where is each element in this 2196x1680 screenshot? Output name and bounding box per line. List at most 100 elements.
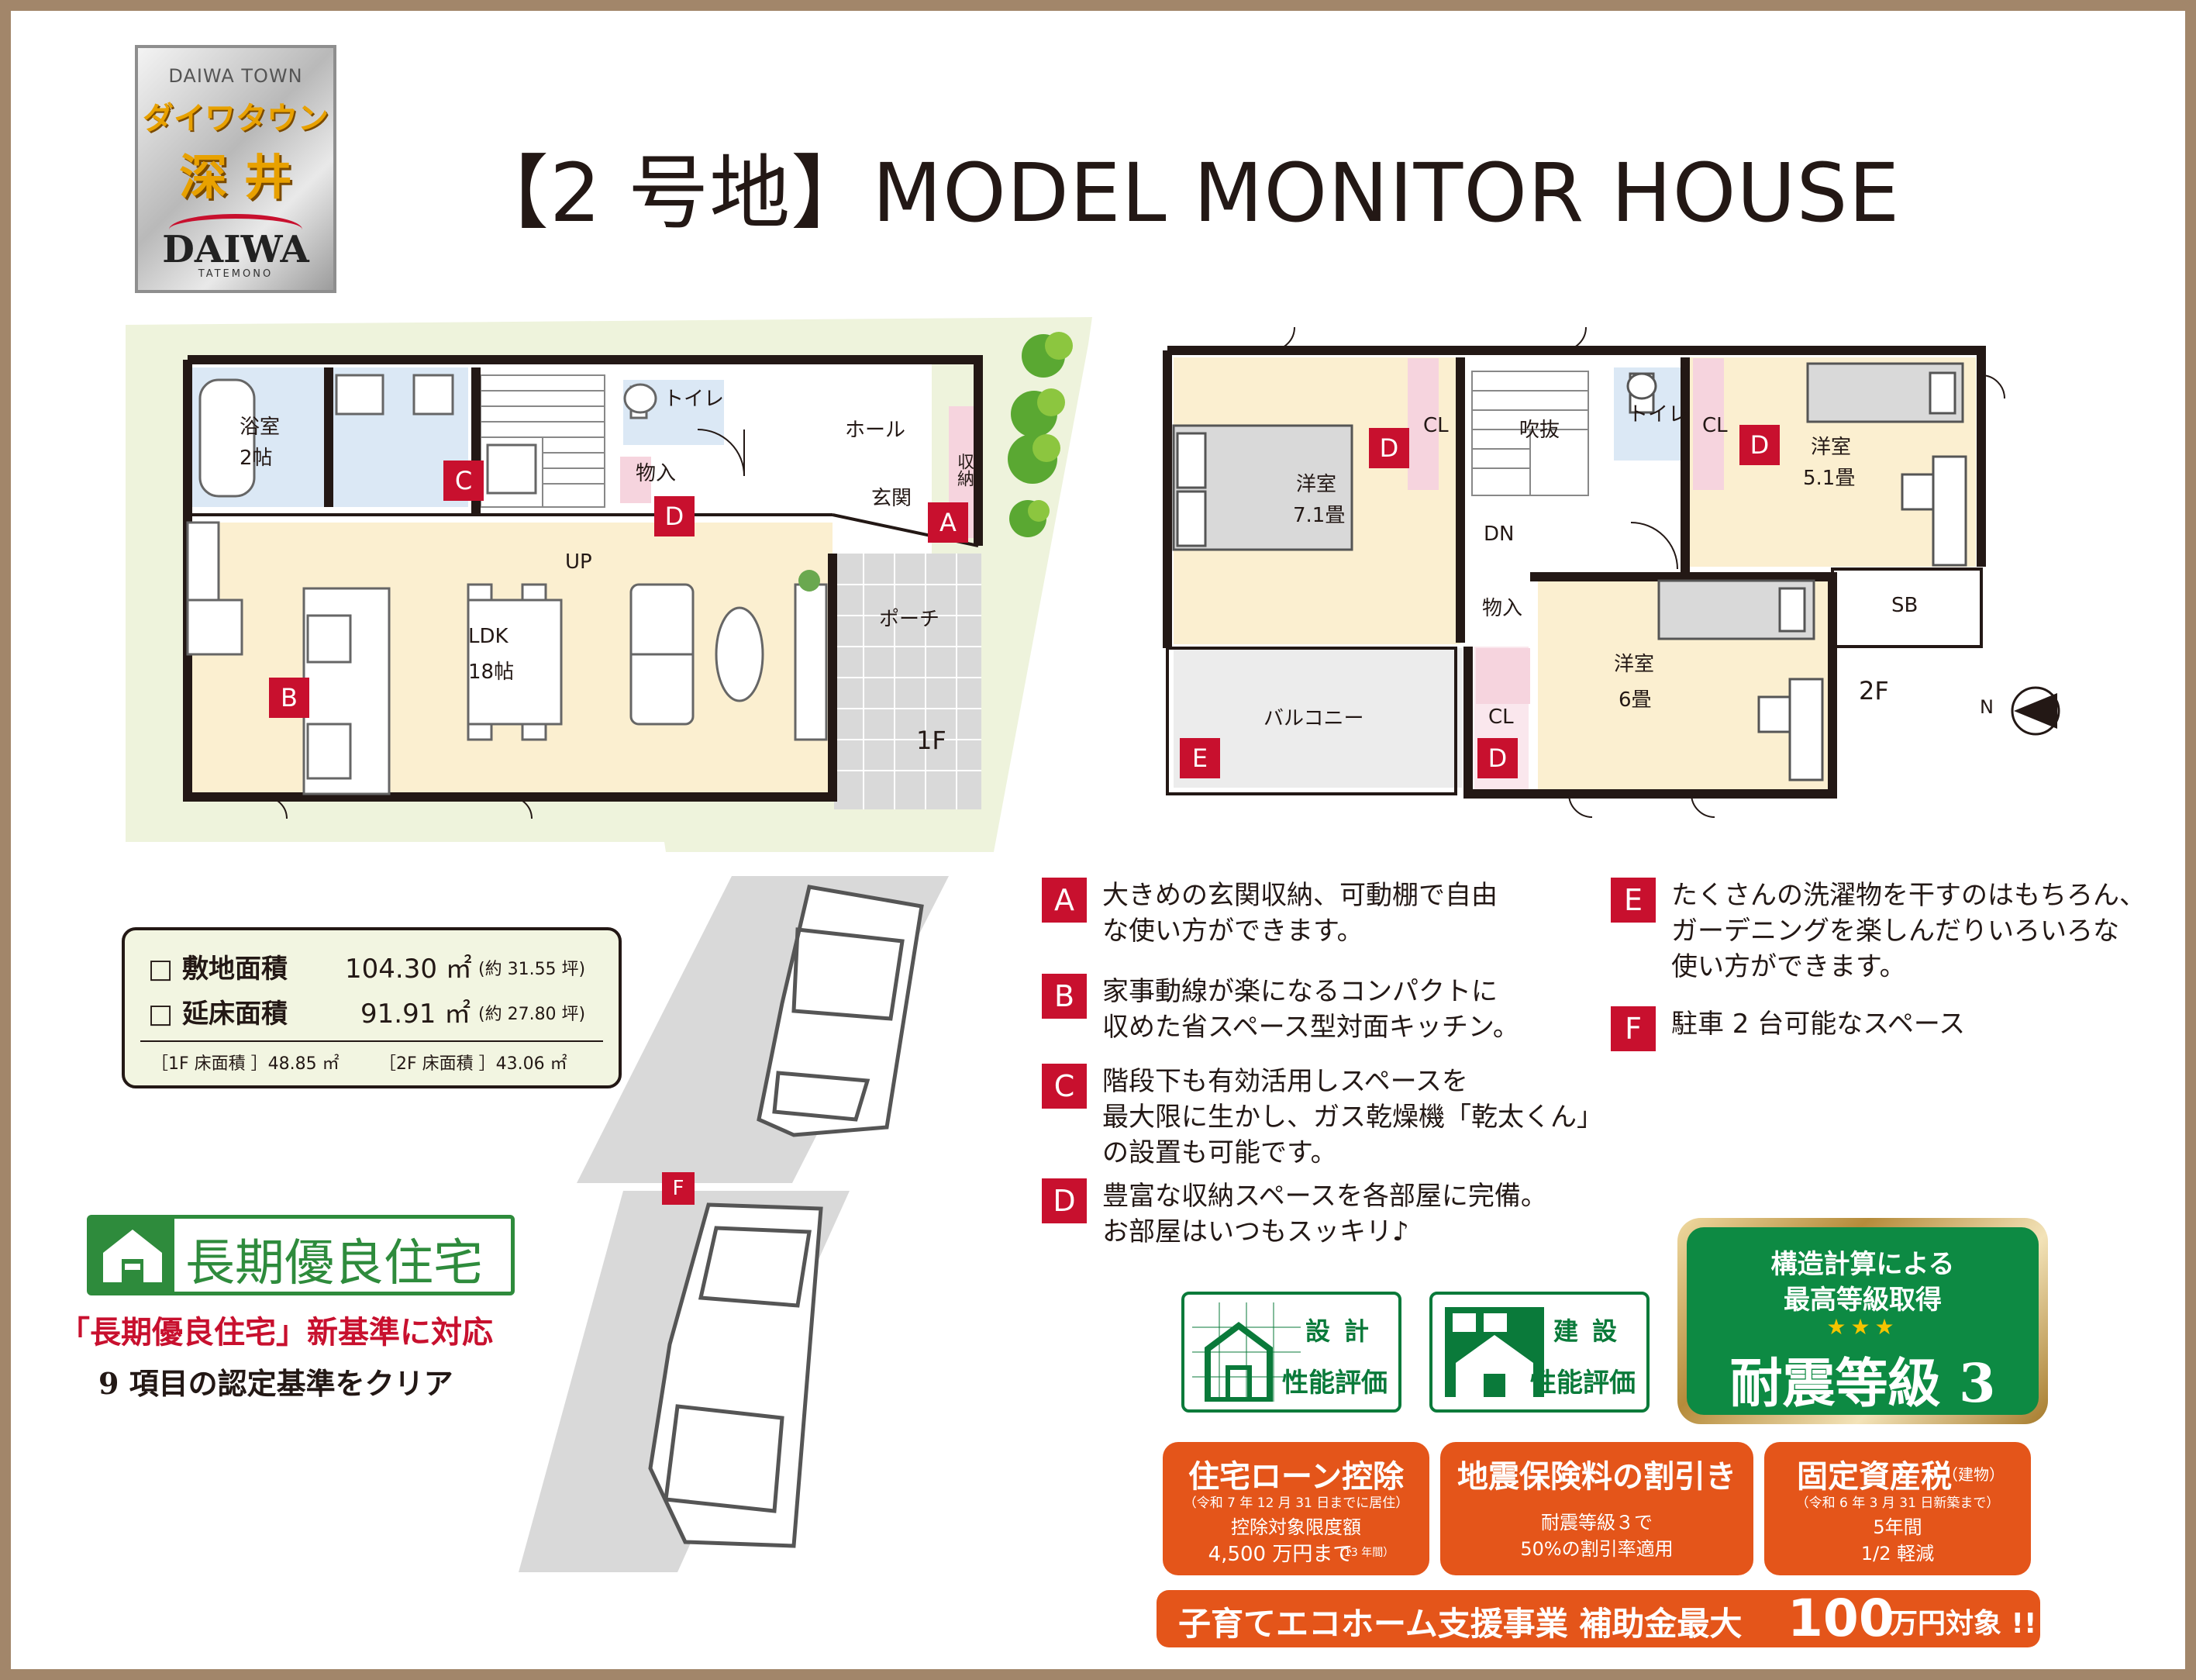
tax-title: 固定資産税 bbox=[1797, 1459, 1952, 1495]
logo-line-1: DAIWA TOWN bbox=[168, 65, 303, 87]
marker-e: E bbox=[1180, 738, 1220, 778]
subsidy-pre: 子育てエコホーム支援事業 補助金最大 bbox=[1178, 1605, 1743, 1643]
plan-1f bbox=[183, 355, 983, 819]
tax-line-2: 1/2 軽減 bbox=[1860, 1543, 1935, 1564]
seismic-stars-icon: ★★★ bbox=[1826, 1314, 1899, 1340]
long-term-title: 長期優良住宅 bbox=[185, 1235, 483, 1292]
feature-e: E たくさんの洗濯物を干すのはもちろん、 ガーデニングを楽しんだりいろいろな 使… bbox=[1611, 878, 2146, 985]
floor-1f-area: ［1F 床面積 ］48.85 ㎡ bbox=[151, 1054, 340, 1074]
label-ldk: LDK bbox=[468, 625, 508, 648]
label-porch: ポーチ bbox=[879, 608, 940, 631]
construction-performance-badge: 建設 性能評価 bbox=[1429, 1292, 1650, 1413]
label-bedroom2: 洋室 bbox=[1811, 436, 1852, 459]
logo-line-5: TATEMONO bbox=[198, 268, 274, 280]
site-area-tsubo: (約 31.55 坪) bbox=[478, 960, 586, 979]
feature-c-key: C bbox=[1042, 1064, 1087, 1109]
loan-years: （13 年間） bbox=[1333, 1547, 1394, 1559]
label-bath: 浴室 bbox=[240, 416, 281, 439]
subsidy-amount: 100 bbox=[1787, 1589, 1894, 1648]
design-eval-t2: 性能評価 bbox=[1282, 1368, 1388, 1399]
long-term-line-2: 9 項目の認定基準をクリア bbox=[98, 1366, 453, 1401]
label-bedroom3: 洋室 bbox=[1614, 653, 1655, 676]
label-closet-3: CL bbox=[1488, 705, 1514, 729]
marker-c: C bbox=[443, 461, 484, 501]
label-shoe-storage: 収納 bbox=[954, 453, 974, 487]
logo-line-4: DAIWA bbox=[162, 228, 309, 271]
property-tax-box: 固定資産税 （建物） （令和 6 年 3 月 31 日新築まで） 5年間 1/2… bbox=[1764, 1442, 2031, 1575]
area-divider bbox=[140, 1040, 603, 1042]
logo-line-2: ダイワタウン bbox=[143, 101, 329, 136]
marker-d-1f: D bbox=[654, 496, 695, 536]
daiwa-town-logo: DAIWA TOWN ダイワタウン 深 井 DAIWA TATEMONO bbox=[135, 45, 336, 293]
loan-amount: 4,500 万円まで bbox=[1208, 1543, 1353, 1566]
floor-area-tsubo: (約 27.80 坪) bbox=[478, 1005, 586, 1024]
label-north: N bbox=[1980, 696, 1994, 718]
marker-a: A bbox=[928, 502, 968, 543]
long-term-line-1: 「長期優良住宅」新基準に対応 bbox=[59, 1314, 493, 1351]
eq-title: 地震保険料の割引き bbox=[1457, 1459, 1736, 1495]
marker-d-2f-b: D bbox=[1739, 425, 1780, 465]
logo-arc bbox=[169, 214, 302, 245]
feature-d-text: 豊富な収納スペースを各部屋に完備。 お部屋はいつもスッキリ♪ bbox=[1102, 1181, 1547, 1247]
earthquake-insurance-box: 地震保険料の割引き 耐震等級３で 50%の割引率適用 bbox=[1440, 1442, 1753, 1575]
floor-plan-drawing bbox=[126, 317, 2060, 1572]
build-eval-t2: 性能評価 bbox=[1530, 1368, 1636, 1399]
trees bbox=[1008, 332, 1073, 537]
feature-d-key: D bbox=[1042, 1178, 1087, 1223]
feature-b-text: 家事動線が楽になるコンパクトに 収めた省スペース型対面キッチン。 bbox=[1102, 976, 1519, 1043]
label-2f: 2F bbox=[1859, 676, 1889, 705]
label-stairs-down: DN bbox=[1484, 523, 1515, 546]
label-1f: 1F bbox=[916, 726, 946, 755]
feature-f: F 駐車 2 台可能なスペース bbox=[1611, 1006, 1965, 1051]
feature-c: C 階段下も有効活用しスペースを 最大限に生かし、ガス乾燥機「乾太くん」 の設置… bbox=[1042, 1064, 1603, 1171]
feature-a: A 大きめの玄関収納、可動棚で自由 な使い方ができます。 bbox=[1042, 878, 1498, 949]
subsidy-post: 万円対象 !! bbox=[1890, 1608, 2037, 1640]
seismic-grade: 耐震等級 3 bbox=[1729, 1353, 1996, 1415]
build-eval-t1: 建設 bbox=[1553, 1316, 1631, 1346]
house-a-icon bbox=[91, 1219, 174, 1292]
marker-b: B bbox=[269, 678, 309, 718]
subsidy-banner: 子育てエコホーム支援事業 補助金最大 100 万円対象 !! bbox=[1157, 1589, 2040, 1648]
design-eval-t1: 設計 bbox=[1305, 1316, 1383, 1346]
label-balcony: バルコニー bbox=[1263, 707, 1364, 730]
label-hall: ホール bbox=[845, 419, 906, 442]
label-bedroom1: 洋室 bbox=[1296, 473, 1337, 496]
parking-area bbox=[519, 876, 949, 1572]
construction-house-icon bbox=[1445, 1307, 1544, 1397]
floor-2f-area: ［2F 床面積 ］43.06 ㎡ bbox=[379, 1054, 567, 1074]
label-storage-1f: 物入 bbox=[636, 462, 677, 485]
page-title: 【2 号地】MODEL MONITOR HOUSE bbox=[468, 146, 1901, 240]
feature-c-text: 階段下も有効活用しスペースを 最大限に生かし、ガス乾燥機「乾太くん」 の設置も可… bbox=[1102, 1066, 1603, 1168]
eq-line-2: 50%の割引率適用 bbox=[1520, 1538, 1674, 1560]
label-bedroom1-size: 7.1畳 bbox=[1293, 504, 1346, 527]
loan-note: （令和 7 年 12 月 31 日までに居住） bbox=[1183, 1495, 1409, 1511]
feature-f-key: F bbox=[1611, 1006, 1656, 1051]
seismic-line-2: 最高等級取得 bbox=[1784, 1285, 1942, 1316]
label-void: 吹抜 bbox=[1519, 419, 1560, 442]
floor-area-label: □ 延床面積 bbox=[148, 999, 288, 1030]
marker-d-2f-a: D bbox=[1369, 428, 1409, 468]
label-toilet-1f: トイレ bbox=[664, 388, 725, 411]
area-info-box: □ 敷地面積 104.30 ㎡ (約 31.55 坪) □ 延床面積 91.91… bbox=[122, 927, 622, 1088]
feature-f-text: 駐車 2 台可能なスペース bbox=[1671, 1009, 1966, 1040]
label-closet-1: CL bbox=[1423, 414, 1449, 437]
label-entrance: 玄関 bbox=[871, 487, 912, 510]
label-bath-size: 2帖 bbox=[240, 447, 273, 470]
logo-line-3: 深 井 bbox=[179, 149, 292, 205]
marker-f: F bbox=[662, 1172, 695, 1205]
feature-a-key: A bbox=[1042, 878, 1087, 923]
north-arrow-icon bbox=[2011, 686, 2060, 736]
eq-line-1: 耐震等級３で bbox=[1541, 1512, 1653, 1533]
seismic-grade-badge: 構造計算による 最高等級取得 ★★★ 耐震等級 3 bbox=[1677, 1218, 2048, 1424]
floor-area-value: 91.91 ㎡ bbox=[360, 999, 471, 1030]
design-house-icon bbox=[1192, 1302, 1301, 1402]
design-performance-badge: 設計 性能評価 bbox=[1181, 1292, 1401, 1413]
label-storage-2f: 物入 bbox=[1482, 597, 1523, 620]
mortgage-deduction-box: 住宅ローン控除 （令和 7 年 12 月 31 日までに居住） 控除対象限度額 … bbox=[1163, 1442, 1429, 1575]
label-bedroom3-size: 6畳 bbox=[1619, 688, 1652, 712]
feature-b-key: B bbox=[1042, 974, 1087, 1019]
long-term-quality-badge: 長期優良住宅 bbox=[87, 1215, 515, 1295]
tax-line-1: 5年間 bbox=[1873, 1516, 1922, 1538]
label-stairs-up: UP bbox=[565, 550, 592, 574]
